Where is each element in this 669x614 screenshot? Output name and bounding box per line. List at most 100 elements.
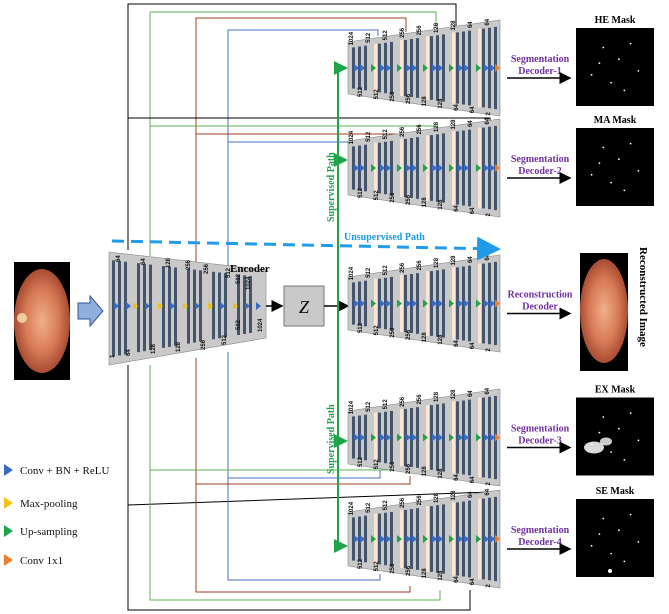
decoder-filter-label: 64 [468,390,474,397]
conv-marker [484,64,489,72]
max-pooling-marker [158,302,163,310]
decoder-feature-map [488,262,491,345]
decoder-filter-label: 512 [374,325,380,336]
decoder-feature-map [378,278,381,329]
decoder-filter-label: 128 [434,391,440,402]
decoder-feature-map [462,266,465,341]
conv-marker [170,302,175,310]
encoder-filter-label: 128 [176,341,182,352]
max-pooling-marker [208,302,213,310]
decoder-filter-label: 256 [417,495,423,506]
decoder-filter-label: 64 [470,476,476,483]
conv-marker [380,64,385,72]
decoder-filter-label: 64 [485,387,491,394]
decoder-feature-map [352,517,355,561]
decoder-feature-map [456,131,459,205]
decoder-filter-label: 512 [358,86,364,97]
decoder-feature-map [482,127,485,209]
decoder-filter-label: 64 [485,117,491,124]
conv-marker [464,64,469,72]
decoder-title-line2: Decoder-2 [518,166,562,177]
conv-marker [380,299,385,308]
decoder-filter-label: 2 [486,348,492,352]
decoder-feature-map [410,138,413,198]
decoder-feature-map [462,31,465,105]
up-sampling-marker [476,535,481,543]
conv-marker [145,302,150,310]
conv-marker [406,535,411,543]
decoder-feature-map [436,134,439,202]
decoder-filter-label: 256 [390,192,396,203]
conv-marker [380,535,385,543]
conv-marker [220,302,225,310]
decoder-feature-map [456,32,459,104]
decoder-filter-label: 128 [451,389,457,400]
up-sampling-marker [449,64,454,72]
input-arrow [77,294,104,328]
decoder-filter-label: 128 [451,490,457,501]
legend: Conv + BN + ReLUMax-poolingUp-samplingCo… [4,464,109,567]
mask-4 [576,397,654,476]
decoder-filter-label: 512 [383,399,389,410]
decoder-filter-label: 256 [400,262,406,273]
decoder-filter-label: 2 [486,584,492,588]
up-sampling-marker [371,299,376,308]
conv-marker [490,64,495,72]
decoder-filter-label: 64 [470,342,476,349]
skip-connection-line [196,476,411,485]
decoder-feature-map [404,138,407,198]
encoder-filter-label: 512 [236,273,242,284]
decoder-filter-label: 512 [366,401,372,412]
decoder-feature-map [488,396,491,479]
decoder-feature-map [430,135,433,201]
decoder-filter-label: 64 [485,18,491,25]
decoder-feature-map [378,513,381,565]
encoder-filter-label: 256 [186,259,192,270]
decoder-feature-map [468,265,471,342]
up-sampling-marker [371,164,376,172]
decoder-filter-label: 2 [486,112,492,116]
conv-marker [380,164,385,172]
decoder-feature-map [384,512,387,566]
encoder-feature-map [143,263,146,352]
encoder-filter-label: 512 [226,267,232,278]
decoder-feature-map [352,416,355,459]
decoder-filter-label: 128 [451,255,457,266]
skip-connection-line [127,365,471,611]
decoder-feature-map [378,412,381,463]
unsupervised-path-arrow [111,236,501,261]
decoder-title-line2: Decoder-3 [518,436,562,447]
conv-marker [126,302,131,310]
decoder-feature-map [410,39,413,97]
encoder-feature-map [199,270,202,342]
decoder-feature-map [416,407,419,468]
conv-marker [412,299,417,308]
legend-label: Up-sampling [20,526,78,538]
conv-marker [354,164,359,172]
decoder-filter-label: 64 [454,340,460,347]
latent-symbol: Z [299,297,310,317]
decoder-feature-map [482,498,485,580]
decoder-filter-label: 64 [470,106,476,113]
conv-marker [484,164,489,172]
encoder-filter-label: 1024 [246,276,252,290]
decoder-feature-map [384,411,387,464]
decoder-filter-label: 64 [454,205,460,212]
decoder-filter-label: 64 [454,576,460,583]
decoder-filter-label: 512 [374,459,380,470]
conv1x1-marker [495,64,500,72]
decoder-filter-label: 1024 [349,400,355,414]
decoder-filter-label: 128 [434,121,440,132]
decoder-filter-label: 128 [422,332,428,343]
reconstructed-image-label: Reconstructed Image [637,247,649,347]
conv-marker [432,433,437,442]
conv-marker [438,64,443,72]
conv-marker [360,535,365,543]
decoder-filter-label: 512 [366,32,372,43]
decoder-feature-map [442,403,445,472]
decoder-feature-map [456,401,459,474]
decoder-filter-label: 64 [454,104,460,111]
encoder-filter-label: 128 [166,257,172,268]
